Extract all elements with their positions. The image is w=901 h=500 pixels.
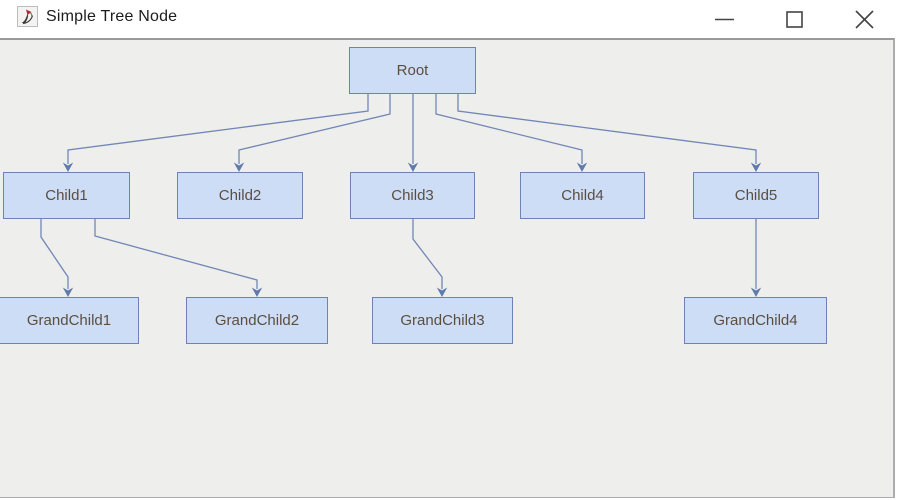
tree-edge-root-child3[interactable] <box>407 94 419 172</box>
tree-edge-root-child4[interactable] <box>435 94 588 172</box>
tree-edges-layer <box>40 94 762 297</box>
close-button[interactable] <box>829 0 899 38</box>
tree-node-label: Child2 <box>218 187 262 204</box>
tree-edge-root-child5[interactable] <box>457 94 762 172</box>
window-title: Simple Tree Node <box>46 8 178 25</box>
tree-node-gc4[interactable]: GrandChild4 <box>684 297 827 344</box>
tree-node-label: GrandChild3 <box>400 312 485 329</box>
tree-edge-root-child1[interactable] <box>62 94 369 172</box>
tree-node-label: GrandChild4 <box>713 312 798 329</box>
minimize-button[interactable] <box>689 0 759 38</box>
tree-node-label: GrandChild2 <box>214 312 300 329</box>
titlebar[interactable]: Simple Tree Node <box>0 0 901 38</box>
tree-edge-child3-gc3[interactable] <box>412 219 448 297</box>
tree-node-label: Child1 <box>45 187 88 204</box>
java-duke-icon <box>17 6 38 27</box>
tree-node-label: Child3 <box>391 187 434 204</box>
tree-node-child1[interactable]: Child1 <box>3 172 130 219</box>
tree-node-child2[interactable]: Child2 <box>177 172 303 219</box>
tree-edge-child1-gc2[interactable] <box>94 219 263 297</box>
tree-node-gc2[interactable]: GrandChild2 <box>186 297 328 344</box>
tree-node-label: Child4 <box>561 187 604 204</box>
window-controls <box>689 0 901 38</box>
tree-node-root[interactable]: Root <box>349 47 476 94</box>
tree-node-child5[interactable]: Child5 <box>693 172 819 219</box>
close-icon <box>854 9 874 29</box>
tree-edge-root-child2[interactable] <box>233 94 391 172</box>
maximize-icon <box>785 10 803 28</box>
tree-node-label: Child5 <box>734 187 778 204</box>
tree-node-gc1[interactable]: GrandChild1 <box>0 297 139 344</box>
maximize-button[interactable] <box>759 0 829 38</box>
tree-node-child3[interactable]: Child3 <box>350 172 475 219</box>
tree-node-label: GrandChild1 <box>26 312 112 329</box>
tree-node-label: Root <box>396 62 429 79</box>
window-right-gutter <box>897 0 901 500</box>
minimize-icon <box>714 18 734 20</box>
tree-edge-child1-gc1[interactable] <box>40 219 74 297</box>
tree-node-gc3[interactable]: GrandChild3 <box>372 297 513 344</box>
tree-edge-child5-gc4[interactable] <box>750 219 762 297</box>
tree-node-child4[interactable]: Child4 <box>520 172 645 219</box>
